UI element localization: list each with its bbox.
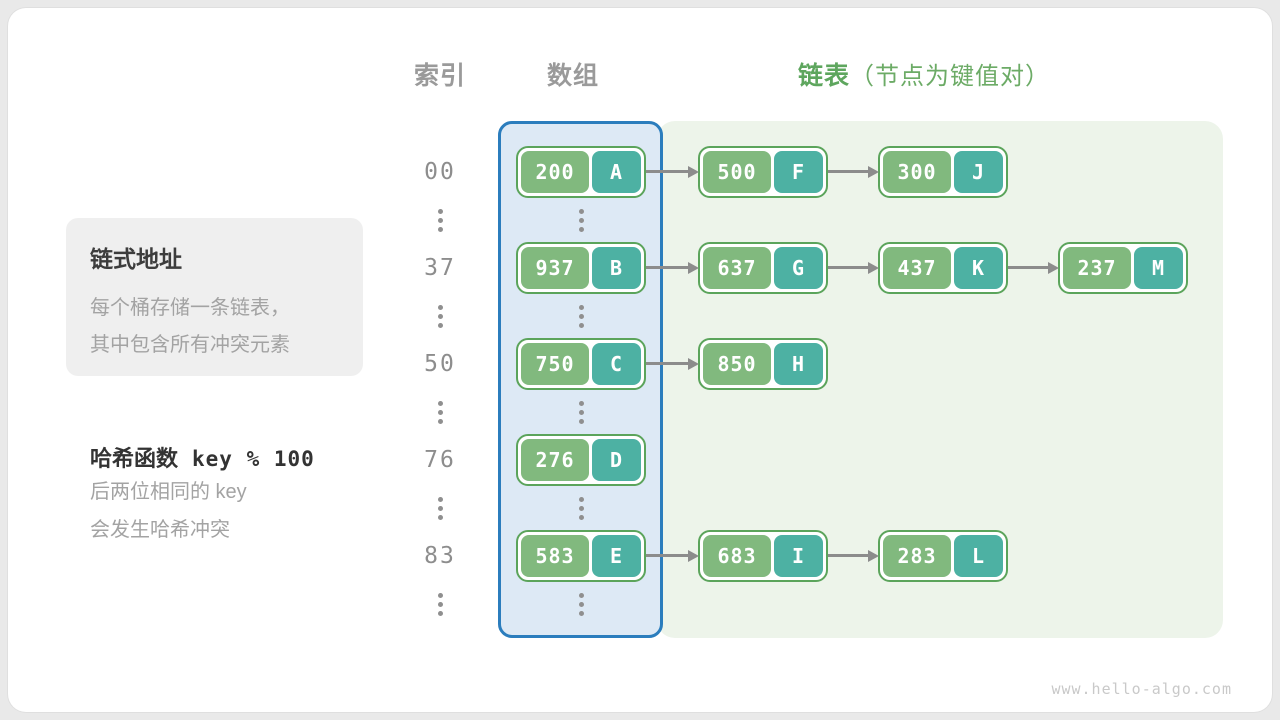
ellipsis	[578, 305, 584, 328]
index-label: 37	[424, 255, 456, 281]
node-value: B	[592, 247, 641, 289]
hash-function-note: 哈希函数 key % 100 后两位相同的 key 会发生哈希冲突	[90, 441, 315, 549]
ellipsis	[578, 593, 584, 616]
ellipsis	[437, 209, 443, 232]
next-pointer-arrow	[1008, 261, 1059, 274]
header-array-label: 数组	[546, 62, 599, 90]
hash-note-line: 后两位相同的 key	[90, 481, 247, 503]
node-value: J	[954, 151, 1003, 193]
node-value: A	[592, 151, 641, 193]
hash-function-formula: key % 100	[192, 447, 315, 471]
node-key: 750	[521, 343, 589, 385]
ellipsis	[437, 305, 443, 328]
index-label: 50	[424, 351, 456, 377]
ellipsis	[437, 497, 443, 520]
info-box-line: 其中包含所有冲突元素	[90, 334, 290, 356]
index-label: 76	[424, 447, 456, 473]
node-key: 850	[703, 343, 771, 385]
node-value: I	[774, 535, 823, 577]
info-box-title: 链式地址	[90, 246, 182, 272]
node-value: E	[592, 535, 641, 577]
info-box-line: 每个桶存储一条链表，	[90, 297, 290, 319]
node-value: G	[774, 247, 823, 289]
header-linkedlist-title: 链表	[798, 62, 851, 90]
hash-function-label: 哈希函数	[90, 446, 179, 471]
ellipsis	[437, 401, 443, 424]
node-key: 283	[883, 535, 951, 577]
node-value: C	[592, 343, 641, 385]
node-key: 583	[521, 535, 589, 577]
node-value: K	[954, 247, 1003, 289]
node-key: 237	[1063, 247, 1131, 289]
node-value: H	[774, 343, 823, 385]
next-pointer-arrow	[646, 165, 699, 178]
hash-function-title: 哈希函数 key % 100	[90, 441, 315, 473]
next-pointer-arrow	[828, 549, 879, 562]
node-key: 437	[883, 247, 951, 289]
watermark: www.hello-algo.com	[1051, 680, 1232, 698]
node-key: 300	[883, 151, 951, 193]
header-index-label: 索引	[413, 62, 466, 90]
node-value: F	[774, 151, 823, 193]
index-label: 00	[424, 159, 456, 185]
next-pointer-arrow	[646, 549, 699, 562]
ellipsis	[578, 209, 584, 232]
canvas-card: 索引 数组 链表（节点为键值对） 链式地址 每个桶存储一条链表， 其中包含所有冲…	[8, 8, 1272, 712]
node-key: 500	[703, 151, 771, 193]
node-key: 937	[521, 247, 589, 289]
node-key: 683	[703, 535, 771, 577]
next-pointer-arrow	[646, 261, 699, 274]
chaining-info-box: 链式地址 每个桶存储一条链表， 其中包含所有冲突元素	[66, 218, 363, 376]
node-value: M	[1134, 247, 1183, 289]
node-value: L	[954, 535, 1003, 577]
next-pointer-arrow	[646, 357, 699, 370]
next-pointer-arrow	[828, 261, 879, 274]
ellipsis	[578, 497, 584, 520]
hash-note-line: 会发生哈希冲突	[90, 519, 230, 541]
header-linkedlist-note: （节点为键值对）	[850, 63, 1051, 90]
header-linkedlist-label: 链表（节点为键值对）	[798, 56, 1050, 92]
ellipsis	[437, 593, 443, 616]
ellipsis	[578, 401, 584, 424]
next-pointer-arrow	[828, 165, 879, 178]
node-key: 200	[521, 151, 589, 193]
node-value: D	[592, 439, 641, 481]
node-key: 276	[521, 439, 589, 481]
index-label: 83	[424, 543, 456, 569]
node-key: 637	[703, 247, 771, 289]
